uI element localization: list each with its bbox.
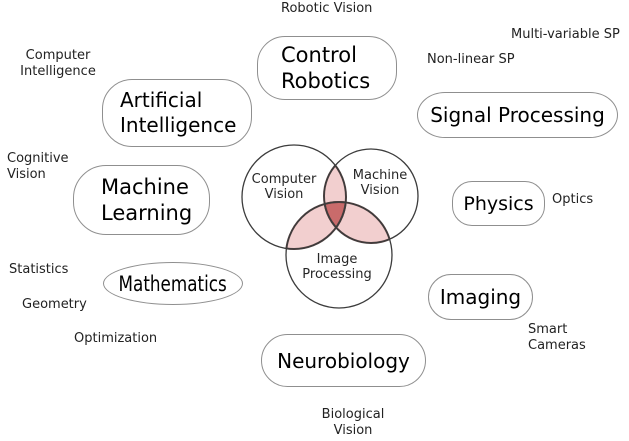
bubble-signal-processing: Signal Processing <box>417 92 618 138</box>
label-multi-variable-sp: Multi-variable SP <box>511 27 620 42</box>
bubble-machine-learning: Machine Learning <box>73 165 210 235</box>
label-optimization: Optimization <box>74 331 158 346</box>
label-cognitive-vision: Cognitive Vision <box>7 151 69 182</box>
label-geometry: Geometry <box>22 297 87 312</box>
label-statistics: Statistics <box>9 262 69 277</box>
label-non-linear-sp: Non-linear SP <box>427 52 515 67</box>
label-biological-vision: Biological Vision <box>321 407 385 438</box>
label-smart-cameras: Smart Cameras <box>528 322 586 353</box>
label-robotic-vision: Robotic Vision <box>281 1 373 16</box>
label-optics: Optics <box>552 192 594 207</box>
bubble-artificial-intelligence: Artificial Intelligence <box>102 79 252 147</box>
bubble-artificial-intelligence-label: Artificial Intelligence <box>120 88 237 137</box>
bubble-neurobiology: Neurobiology <box>261 334 426 387</box>
bubble-control-robotics: Control Robotics <box>257 36 397 100</box>
bubble-imaging: Imaging <box>428 274 533 320</box>
venn-circle-computer-vision <box>241 144 347 250</box>
bubble-control-robotics-label: Control Robotics <box>281 43 371 93</box>
venn-label-image-processing: Image Processing <box>302 252 372 282</box>
venn-circle-machine-vision <box>323 148 419 244</box>
label-computer-intelligence: Computer Intelligence <box>20 48 96 79</box>
venn-lens-cv-ip <box>286 202 346 249</box>
bubble-mathematics: Mathematics <box>103 262 243 305</box>
venn-lens-mv-ip <box>324 202 392 243</box>
venn-label-machine-vision: Machine Vision <box>352 168 408 198</box>
bubble-mathematics-label: Mathematics <box>118 271 228 296</box>
bubble-imaging-label: Imaging <box>439 285 522 309</box>
bubble-physics-label: Physics <box>463 192 534 215</box>
bubble-signal-processing-label: Signal Processing <box>430 103 605 127</box>
bubble-physics: Physics <box>452 181 545 226</box>
venn-label-computer-vision: Computer Vision <box>251 172 317 202</box>
bubble-neurobiology-label: Neurobiology <box>277 348 410 373</box>
bubble-machine-learning-label: Machine Learning <box>101 175 193 225</box>
venn-circle-image-processing <box>285 201 393 309</box>
